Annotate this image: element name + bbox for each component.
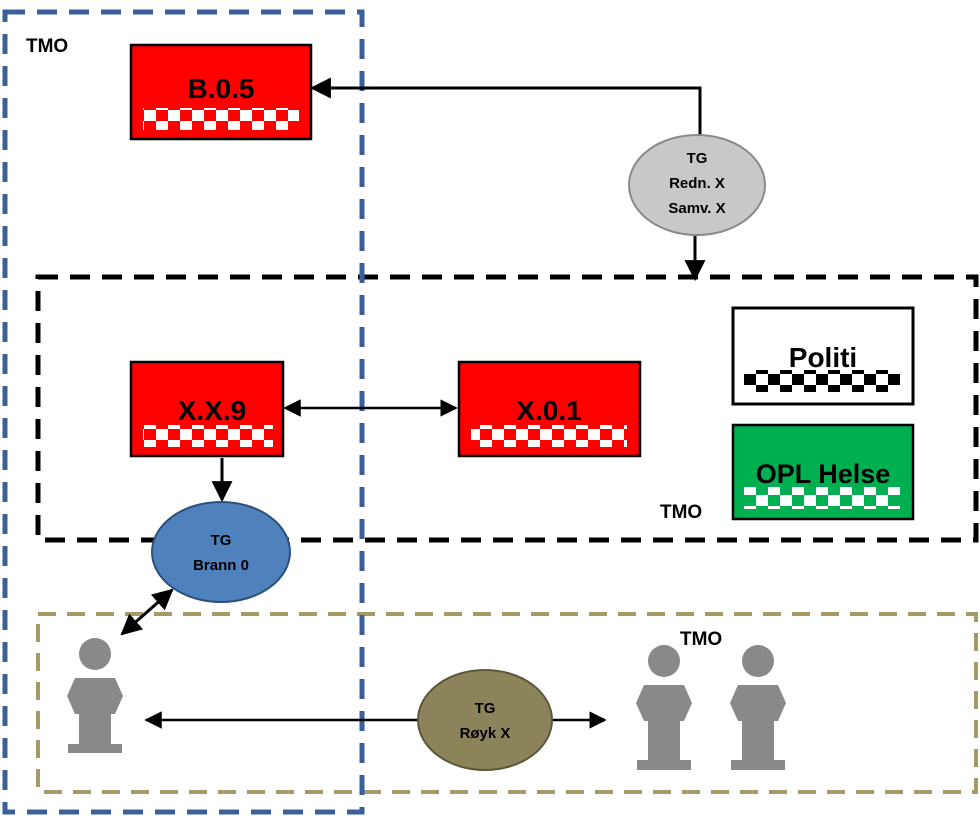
unit-helse: OPL Helse — [731, 423, 915, 521]
unit-politi-checker — [744, 370, 900, 392]
unit-x01-checker — [471, 425, 627, 447]
talkgroup-royk-line1: TG — [475, 700, 496, 717]
talkgroup-royk: TG Røyk X — [417, 669, 553, 771]
unit-xx9-label: X.X.9 — [178, 395, 246, 426]
talkgroup-brann-line1: TG — [211, 532, 232, 549]
zone-blue-border — [2, 9, 365, 815]
talkgroup-redn-ellipse — [628, 134, 766, 236]
talkgroup-brann-line2: Brann 0 — [193, 557, 249, 574]
zone-blue-label: TMO — [26, 36, 68, 57]
unit-x01: X.0.1 — [457, 360, 642, 458]
unit-helse-checker — [744, 487, 900, 509]
unit-b05: B.0.5 — [129, 43, 313, 141]
talkgroup-redn: TG Redn. X Samv. X — [628, 134, 766, 236]
talkgroup-royk-line2: Røyk X — [460, 725, 511, 742]
zone-black-border — [35, 274, 979, 543]
unit-helse-label: OPL Helse — [756, 459, 891, 489]
unit-b05-checker — [143, 108, 299, 130]
talkgroup-redn-line1: TG — [687, 150, 708, 167]
person-icon-right-1 — [636, 645, 692, 770]
unit-b05-label: B.0.5 — [188, 73, 255, 104]
talkgroup-brann: TG Brann 0 — [151, 501, 291, 603]
talkgroup-redn-line3: Samv. X — [668, 200, 725, 217]
talkgroup-redn-line2: Redn. X — [669, 175, 725, 192]
talkgroup-royk-ellipse — [417, 669, 553, 771]
zone-olive-border — [36, 612, 978, 794]
arrow-tgredn-to-b05 — [309, 77, 702, 150]
unit-xx9: X.X.9 — [129, 360, 285, 458]
person-icon-left — [67, 638, 123, 753]
zone-black-label: TMO — [660, 502, 702, 523]
unit-politi-label: Politi — [789, 342, 857, 373]
arrow-tgbrann-person — [120, 588, 174, 636]
person-icon-right-2 — [730, 645, 786, 770]
unit-x01-label: X.0.1 — [516, 395, 581, 426]
unit-xx9-checker — [143, 425, 273, 447]
unit-politi: Politi — [731, 306, 915, 406]
talkgroup-brann-ellipse — [151, 501, 291, 603]
zone-olive-label: TMO — [680, 629, 722, 650]
